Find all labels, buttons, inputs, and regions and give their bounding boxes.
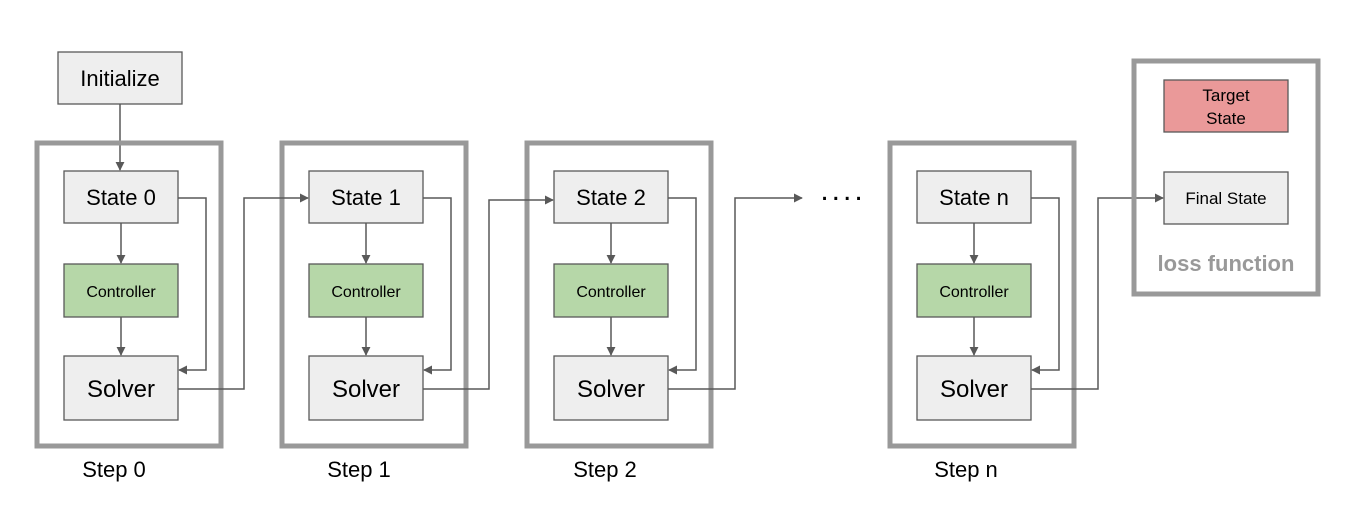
connector-step-0-to-state-1	[178, 193, 309, 390]
step-group-box	[279, 140, 469, 449]
step-label: Step 1	[327, 457, 391, 482]
state-box	[63, 170, 179, 224]
controller-label: Controller	[331, 284, 401, 301]
controller-box	[553, 263, 669, 318]
step-group-box	[887, 140, 1077, 449]
arrow-state-to-solver-bypass	[1031, 197, 1060, 375]
solver-label: Solver	[940, 376, 1008, 403]
arrow-state-to-solver-bypass	[178, 197, 207, 375]
initialize-box	[57, 51, 183, 105]
final-state-label: Final State	[1185, 189, 1266, 208]
state-box	[553, 170, 669, 224]
controller-label: Controller	[86, 284, 156, 301]
state-label: State 2	[576, 185, 646, 210]
arrow-state-to-solver-bypass	[423, 197, 452, 375]
solver-box	[63, 355, 179, 421]
target-state-box	[1163, 79, 1289, 133]
solver-label: Solver	[87, 376, 155, 403]
solver-box	[553, 355, 669, 421]
state-label: State 1	[331, 185, 401, 210]
connector-step-n-to-final-state	[1031, 193, 1164, 390]
solver-label: Solver	[577, 376, 645, 403]
solver-label: Solver	[332, 376, 400, 403]
initialize-label: Initialize	[80, 66, 159, 91]
step-group-box	[34, 140, 224, 449]
state-label: State 0	[86, 185, 156, 210]
solver-box	[308, 355, 424, 421]
step-label: Step 2	[573, 457, 637, 482]
ellipsis: ....	[820, 174, 865, 207]
controller-box	[308, 263, 424, 318]
controller-label: Controller	[939, 284, 1009, 301]
step-label: Step 0	[82, 457, 146, 482]
arrow-state-to-solver-bypass	[668, 197, 697, 375]
final-state-box	[1163, 171, 1289, 225]
controller-label: Controller	[576, 284, 646, 301]
step-group-box	[524, 140, 714, 449]
connector-step-1-to-state-2	[423, 195, 554, 390]
connector-step-2-to-ellipsis	[668, 193, 803, 390]
state-label: State n	[939, 185, 1009, 210]
loss-function-group	[1131, 58, 1321, 297]
loss-function-label: loss function	[1158, 251, 1295, 276]
state-box	[916, 170, 1032, 224]
controller-box	[63, 263, 179, 318]
step-label: Step n	[934, 457, 998, 482]
target-state-label-line2: State	[1206, 109, 1246, 128]
target-state-label: Target	[1202, 86, 1250, 105]
solver-box	[916, 355, 1032, 421]
state-box	[308, 170, 424, 224]
